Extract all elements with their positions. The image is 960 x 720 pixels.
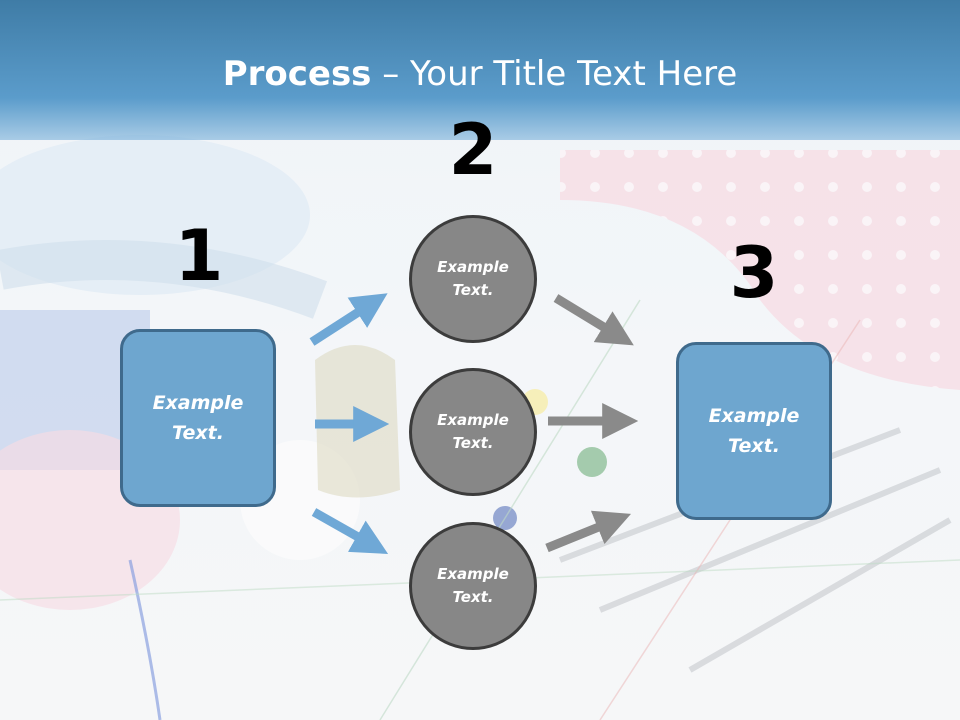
step-3-box: Example Text. (676, 342, 832, 520)
step-2-circle-middle: Example Text. (409, 368, 537, 496)
title-rest: – Your Title Text Here (371, 54, 738, 94)
slide-title: Process – Your Title Text Here (0, 52, 960, 96)
step-number-2: 2 (448, 109, 498, 191)
step-number-3: 3 (729, 232, 779, 314)
arrow-left-to-top (309, 293, 388, 346)
step-2-circle-bottom: Example Text. (409, 522, 537, 650)
arrow-left-to-bot (311, 508, 389, 554)
arrow-top-to-right (553, 294, 634, 346)
step-number-1: 1 (174, 215, 224, 297)
title-bold: Process (222, 54, 372, 94)
title-band (0, 0, 960, 140)
step-1-box: Example Text. (120, 329, 276, 507)
arrow-bot-to-right (545, 510, 632, 553)
step-2-circle-top: Example Text. (409, 215, 537, 343)
